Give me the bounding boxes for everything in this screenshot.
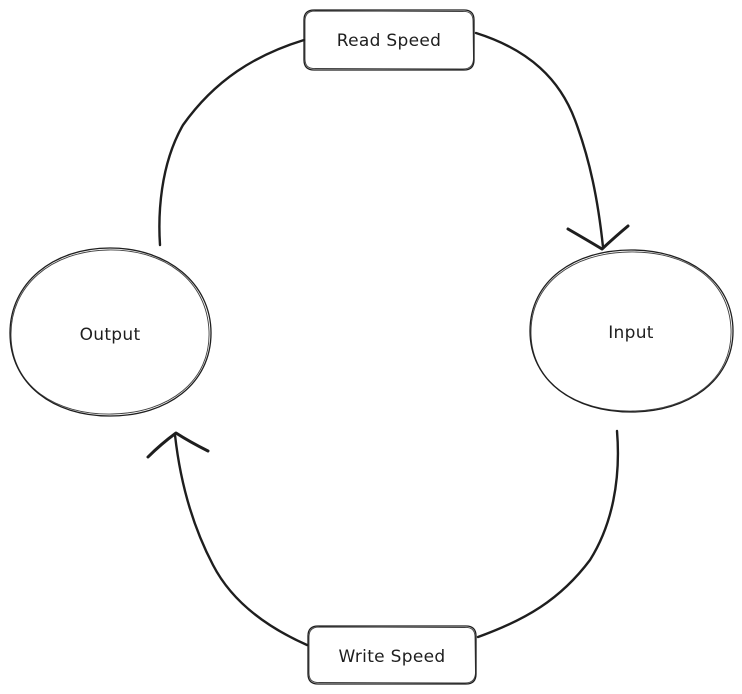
- arrowhead-down-icon: [566, 224, 630, 251]
- write-speed-node[interactable]: Write Speed: [307, 625, 477, 685]
- input-to-write-speed-connector: [476, 429, 620, 639]
- write-speed-to-output-arrow: [146, 431, 309, 647]
- output-node[interactable]: Output: [9, 247, 212, 417]
- output-label: Output: [80, 325, 141, 345]
- input-label: Input: [608, 323, 654, 343]
- read-speed-to-input-arrow: [474, 31, 630, 251]
- arrowhead-up-icon: [146, 431, 210, 459]
- read-speed-label: Read Speed: [337, 31, 441, 51]
- output-to-read-speed-connector: [158, 38, 306, 247]
- write-speed-label: Write Speed: [339, 647, 446, 667]
- input-node[interactable]: Input: [529, 249, 734, 413]
- read-speed-node[interactable]: Read Speed: [303, 9, 475, 71]
